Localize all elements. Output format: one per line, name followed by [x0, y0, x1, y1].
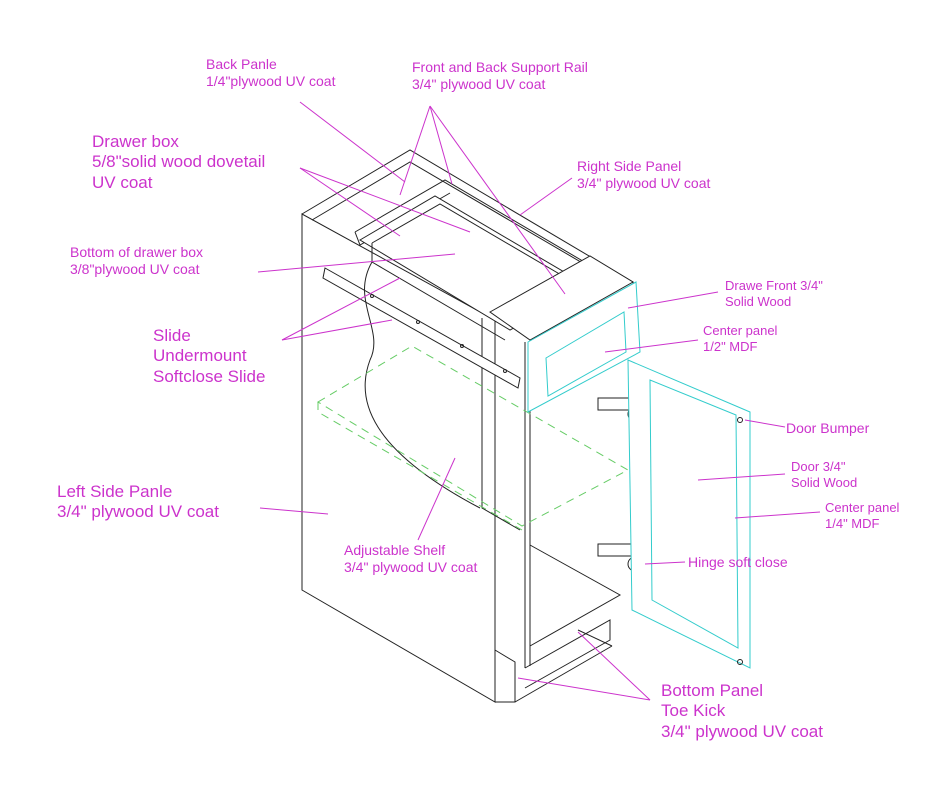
label-support-rail: Front and Back Support Rail 3/4" plywood… [412, 59, 588, 92]
label-drawer-center-panel: Center panel 1/2" MDF [703, 323, 778, 354]
leader-rail-1 [399, 105, 431, 196]
toe-kick-rail [577, 629, 613, 647]
leader-door-panel [734, 511, 821, 519]
toe-kick-edge [514, 645, 613, 703]
leader-drawer-box-1 [299, 167, 401, 237]
leader-shelf [417, 457, 456, 541]
undermount-slide [322, 267, 521, 389]
leader-door [697, 473, 786, 481]
leader-bottom-1 [517, 677, 651, 701]
label-back-panel: Back Panle 1/4"plywood UV coat [206, 56, 336, 89]
front-support-rail [489, 255, 634, 341]
toe-kick [494, 649, 516, 703]
leader-drawer-panel [604, 339, 699, 353]
leader-drawer-bottom [257, 253, 456, 273]
leader-drawer-front [627, 291, 719, 309]
leader-hinge [644, 561, 686, 565]
drawer-front-panel [545, 311, 627, 397]
label-adjustable-shelf: Adjustable Shelf 3/4" plywood UV coat [344, 542, 478, 575]
right-side-front-edge [481, 318, 521, 531]
label-bottom-panel: Bottom Panel Toe Kick 3/4" plywood UV co… [661, 681, 823, 741]
leader-rail-2 [429, 105, 453, 185]
slide-screw [416, 320, 420, 324]
adjustable-shelf-edge [317, 402, 523, 531]
leader-back-panel [299, 101, 406, 183]
back-rail [354, 179, 599, 271]
label-drawer-bottom: Bottom of drawer box 3/8"plywood UV coat [70, 244, 204, 277]
leader-right-side [519, 177, 573, 216]
label-door-center-panel: Center panel 1/4" MDF [825, 500, 900, 531]
bottom-rail [524, 619, 611, 689]
hinge-bottom [597, 543, 637, 557]
leader-bottom-2 [577, 631, 651, 701]
drawer-box-bottom [371, 261, 506, 341]
leader-door-bumper [744, 419, 786, 428]
slide-screw [460, 344, 464, 348]
slide-screw [503, 369, 507, 373]
door-bumper-dot [737, 417, 743, 423]
label-right-side-panel: Right Side Panel 3/4" plywood UV coat [577, 158, 711, 191]
leader-slide-1 [281, 277, 401, 341]
label-drawer-front: Drawe Front 3/4" Solid Wood [725, 278, 823, 309]
label-door: Door 3/4" Solid Wood [791, 459, 858, 490]
label-hinge: Hinge soft close [688, 554, 788, 570]
bottom-panel [529, 544, 622, 647]
slide-screw [370, 294, 374, 298]
leader-rail-3 [429, 105, 566, 295]
top-rail-back [311, 161, 621, 286]
label-slide: Slide Undermount Softclose Slide [153, 326, 266, 386]
leader-drawer-box-2 [299, 167, 471, 233]
adjustable-shelf [317, 345, 630, 527]
interior-opening [364, 261, 481, 509]
drawer-box-inner [371, 203, 581, 287]
door-center-panel [649, 379, 739, 649]
label-door-bumper: Door Bumper [786, 420, 870, 436]
leader-slide-2 [281, 319, 393, 341]
leader-left-side [259, 507, 329, 515]
label-left-side-panel: Left Side Panle 3/4" plywood UV coat [57, 482, 219, 522]
door-bumper-dot [737, 659, 743, 665]
label-drawer-box: Drawer box 5/8"solid wood dovetail UV co… [92, 132, 266, 192]
